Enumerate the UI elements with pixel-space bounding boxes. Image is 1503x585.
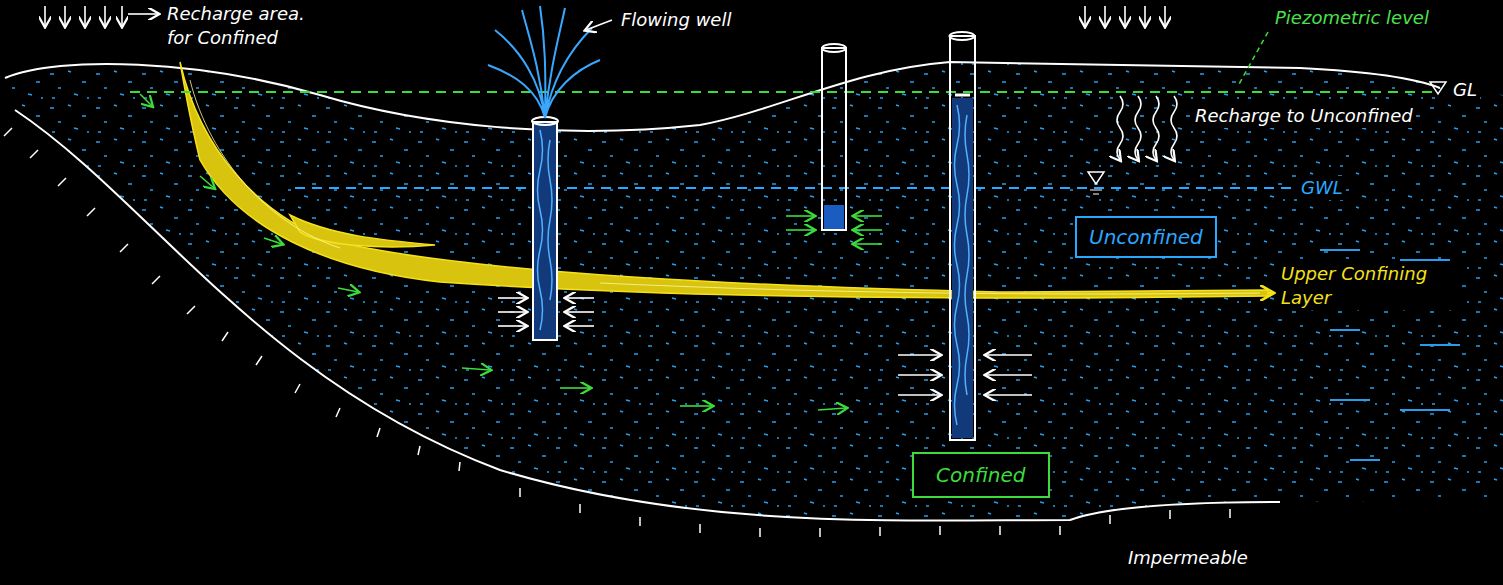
ground-and-base-part — [15, 110, 1280, 521]
deep-well — [950, 32, 976, 440]
flow-arrows-part-part — [898, 374, 940, 376]
aquifer-name: Unconfined — [1089, 224, 1203, 250]
base-label: Impermeable — [1125, 546, 1251, 570]
shallow-well-part — [822, 48, 846, 230]
recharge-arrows-part — [1164, 6, 1166, 26]
flow-arrows-part-part — [854, 215, 882, 217]
recharge-arrows-part — [1171, 96, 1177, 160]
recharge-arrows-part — [1117, 96, 1123, 160]
ground-and-base-part — [5, 62, 1440, 131]
ground-and-base — [4, 62, 1440, 537]
flow-arrows-part-part — [986, 374, 1032, 376]
water-levels — [130, 32, 1446, 194]
recharge-arrows-part — [84, 6, 86, 26]
flowing-well-part — [586, 20, 612, 30]
flow-arrows-part-part — [986, 394, 1032, 396]
water-levels-part — [130, 91, 1438, 93]
aquifer-box: Confined — [912, 452, 1050, 498]
recharge-arrows-part — [1104, 6, 1106, 26]
water-levels-part — [1430, 82, 1446, 94]
recharge-arrows-part — [44, 6, 46, 26]
flow-arrows-part-part — [898, 354, 940, 356]
flow-arrows-part-part — [140, 94, 152, 106]
recharge-arrows-part — [1084, 6, 1086, 26]
ground-and-base-part — [4, 128, 1230, 537]
flow-arrows-part-part — [854, 243, 882, 245]
flow-arrows-part-part — [498, 311, 526, 313]
flow-arrows-part — [498, 298, 1032, 395]
flow-arrows-part-part — [498, 325, 526, 327]
water-levels-part — [295, 187, 1292, 189]
flow-arrows-part-part — [498, 297, 526, 299]
flow-arrows-part-part — [462, 368, 490, 370]
water-levels-part — [1238, 32, 1268, 86]
flowing-well-part — [532, 117, 558, 125]
recharge-arrows-part — [1153, 96, 1159, 160]
deep-well-part — [952, 98, 973, 438]
recharge-label: Recharge to Unconfined — [1192, 104, 1416, 128]
flow-arrows-part-part — [566, 297, 594, 299]
aquifer-name: Confined — [936, 462, 1026, 488]
layer-label: Upper Confining Layer — [1278, 262, 1459, 310]
recharge-arrows-part — [1144, 6, 1146, 26]
flow-arrows-part-part — [818, 408, 846, 410]
confining-layer-part — [1268, 292, 1272, 294]
confining-layer-part — [290, 215, 435, 247]
deep-well-part — [950, 36, 975, 440]
flow-arrows-part-part — [566, 311, 594, 313]
recharge-arrows-part — [128, 13, 158, 15]
flow-arrows-part-part — [854, 229, 882, 231]
flow-arrows-part-part — [786, 229, 814, 231]
flow-arrows-part-part — [200, 176, 214, 188]
recharge-arrows-part — [104, 6, 106, 26]
recharge-arrows-part — [1124, 6, 1126, 26]
flow-arrows-part-part — [566, 325, 594, 327]
shallow-well — [822, 44, 846, 230]
flow-arrows-part — [140, 94, 882, 410]
ground-level-label: GL — [1450, 78, 1480, 102]
confining-layer-part — [180, 62, 1268, 298]
flow-arrows-part-part — [338, 288, 358, 292]
recharge-label: Recharge area. for Confined — [164, 2, 320, 50]
flow-arrows-part-part — [898, 394, 940, 396]
recharge-arrows-part — [1135, 96, 1141, 160]
flowing-well-part — [538, 130, 553, 330]
water-levels-part — [1090, 190, 1102, 194]
flow-arrows-part-part — [560, 387, 590, 389]
aquifer-box: Unconfined — [1075, 216, 1217, 258]
well-label: Flowing well — [618, 8, 734, 32]
confining-layer — [180, 62, 1272, 298]
recharge-arrows-part — [64, 6, 66, 26]
flowing-well-part — [488, 6, 600, 118]
flow-arrows — [140, 94, 1032, 410]
recharge-arrows-part — [121, 6, 123, 26]
water-levels-part — [1088, 172, 1104, 184]
confining-layer-part — [190, 80, 1260, 294]
water-table-label: GWL — [1298, 176, 1346, 200]
flowing-well — [488, 6, 612, 340]
flowing-well-part — [533, 122, 557, 340]
flow-arrows-part-part — [680, 405, 712, 407]
flow-arrows-part-part — [786, 215, 814, 217]
flow-arrows-part-part — [986, 354, 1032, 356]
flow-arrows-part-part — [264, 238, 282, 244]
deep-well-part — [950, 32, 975, 40]
deep-well-part — [955, 94, 970, 97]
shallow-well-part — [822, 44, 846, 52]
shallow-well-part — [824, 205, 844, 229]
deep-well-part — [955, 105, 970, 425]
piezometric-label: Piezometric level — [1272, 6, 1432, 30]
